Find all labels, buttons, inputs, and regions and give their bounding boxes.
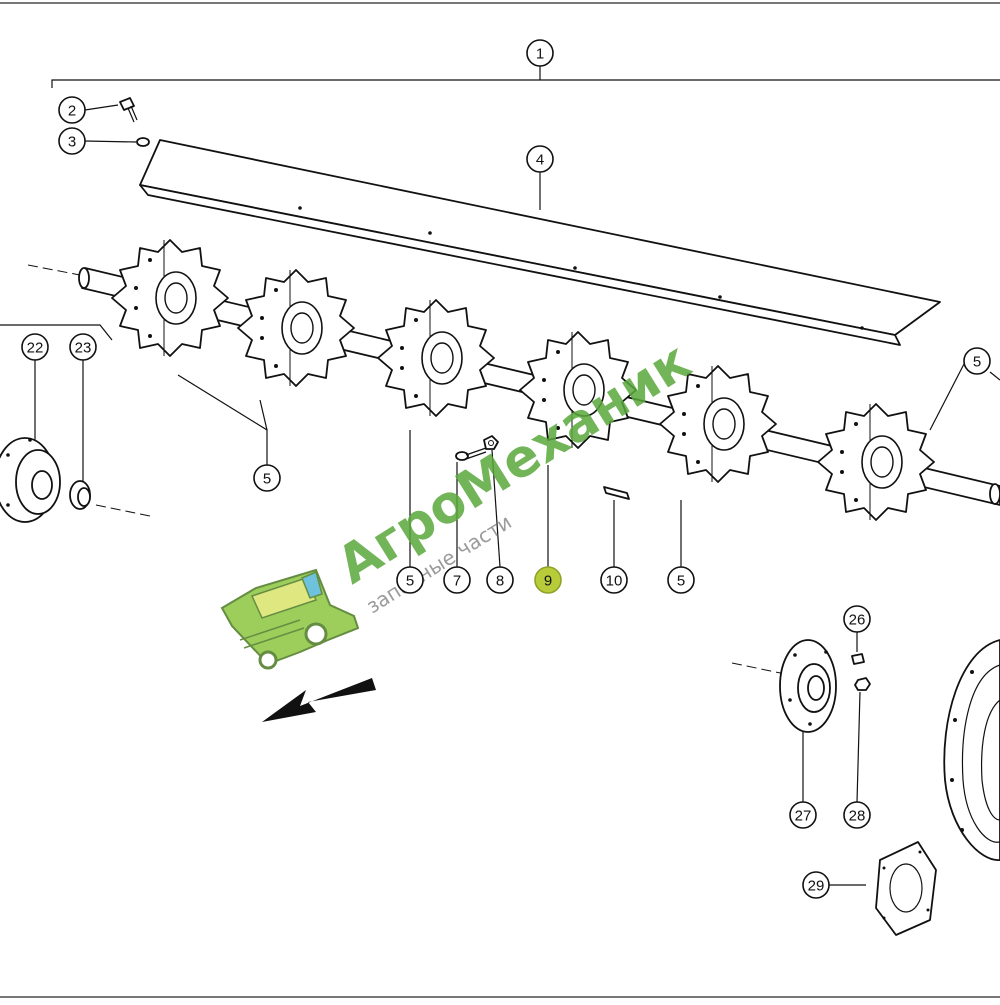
leader-5d-b: [989, 371, 1000, 381]
callout-number: 22: [27, 340, 44, 357]
sprocket-2: [237, 269, 355, 387]
harvester-logo-icon: [220, 568, 360, 670]
leader-5a: [177, 374, 268, 465]
left-axis-dash: [95, 504, 151, 517]
callout-number: 1: [536, 46, 544, 63]
callout-circle: [396, 566, 424, 594]
sprocket-6: [817, 403, 935, 521]
leader-3: [84, 140, 137, 143]
callout-circle: [789, 801, 817, 829]
callout-c29: 29: [802, 871, 830, 899]
callout-c5c: 5: [667, 566, 695, 594]
callout-c5b: 5: [396, 566, 424, 594]
callout-circle: [526, 39, 554, 67]
shaft-centerline-left: [27, 264, 81, 276]
direction-arrow: [262, 678, 376, 722]
callout-c7: 7: [443, 566, 471, 594]
bolt-part-7: [455, 447, 487, 461]
assembly-bracket-1: [51, 79, 1000, 88]
callout-circle: [600, 566, 628, 594]
callout-number: 26: [849, 612, 866, 629]
callout-circle: [21, 333, 49, 361]
callout-number: 10: [606, 573, 623, 590]
seal-ring-part-23: [69, 480, 91, 510]
sprocket-3: [377, 299, 495, 417]
callout-c23: 23: [69, 333, 97, 361]
callout-number: 5: [677, 573, 685, 590]
callout-number: 3: [68, 134, 76, 151]
callout-number: 9: [544, 573, 552, 590]
leader-5d: [929, 363, 965, 431]
leader-8: [491, 449, 501, 568]
callout-c3: 3: [58, 127, 86, 155]
callout-circle: [486, 566, 514, 594]
callout-number: 5: [263, 471, 271, 488]
large-cover-plate: [943, 639, 1000, 861]
bracket-22-23: [0, 324, 113, 341]
nut-part-28: [854, 677, 871, 691]
leader-28: [856, 691, 861, 803]
callout-c22: 22: [21, 333, 49, 361]
callout-c9: 9: [534, 566, 562, 594]
leader-5a-branch: [259, 399, 268, 431]
angle-plate-part-4: [139, 139, 941, 346]
callout-circle: [802, 871, 830, 899]
bearing-housing-part-22: [0, 437, 61, 523]
callout-c26: 26: [843, 605, 871, 633]
callout-circle: [534, 566, 562, 594]
callout-circle: [58, 96, 86, 124]
gasket-part-29: [875, 841, 937, 936]
shaft-end: [989, 483, 1000, 505]
callout-circle: [843, 605, 871, 633]
callout-number: 7: [453, 573, 461, 590]
callout-c4: 4: [526, 145, 554, 173]
callout-c27: 27: [789, 801, 817, 829]
callout-circle: [843, 801, 871, 829]
callout-number: 29: [808, 878, 825, 895]
key-part-10: [603, 486, 630, 500]
grease-nipple-part-26: [851, 653, 865, 665]
callout-number: 4: [536, 152, 544, 169]
callout-number: 5: [406, 573, 414, 590]
callout-number: 27: [795, 808, 812, 825]
callout-number: 23: [75, 340, 92, 357]
callout-circle: [443, 566, 471, 594]
callout-number: 8: [496, 573, 504, 590]
callout-c8: 8: [486, 566, 514, 594]
nut-part-8: [483, 435, 499, 450]
sprocket-1: [111, 239, 229, 357]
callout-circle: [253, 464, 281, 492]
leader-2: [84, 104, 119, 111]
callout-number: 5: [973, 354, 981, 371]
callout-c5a: 5: [253, 464, 281, 492]
callout-c10: 10: [600, 566, 628, 594]
callout-circle: [526, 145, 554, 173]
callout-c2: 2: [58, 96, 86, 124]
flange-part-27: [779, 639, 837, 733]
washer-part-3: [136, 137, 150, 147]
callout-circle: [667, 566, 695, 594]
callout-circle: [69, 333, 97, 361]
callout-number: 2: [68, 103, 76, 120]
callout-c1: 1: [526, 39, 554, 67]
bolt-part-2: [119, 97, 138, 123]
callout-c28: 28: [843, 801, 871, 829]
callout-number: 28: [849, 808, 866, 825]
callout-circle: [963, 347, 991, 375]
callout-circle: [58, 127, 86, 155]
callout-c5d: 5: [963, 347, 991, 375]
